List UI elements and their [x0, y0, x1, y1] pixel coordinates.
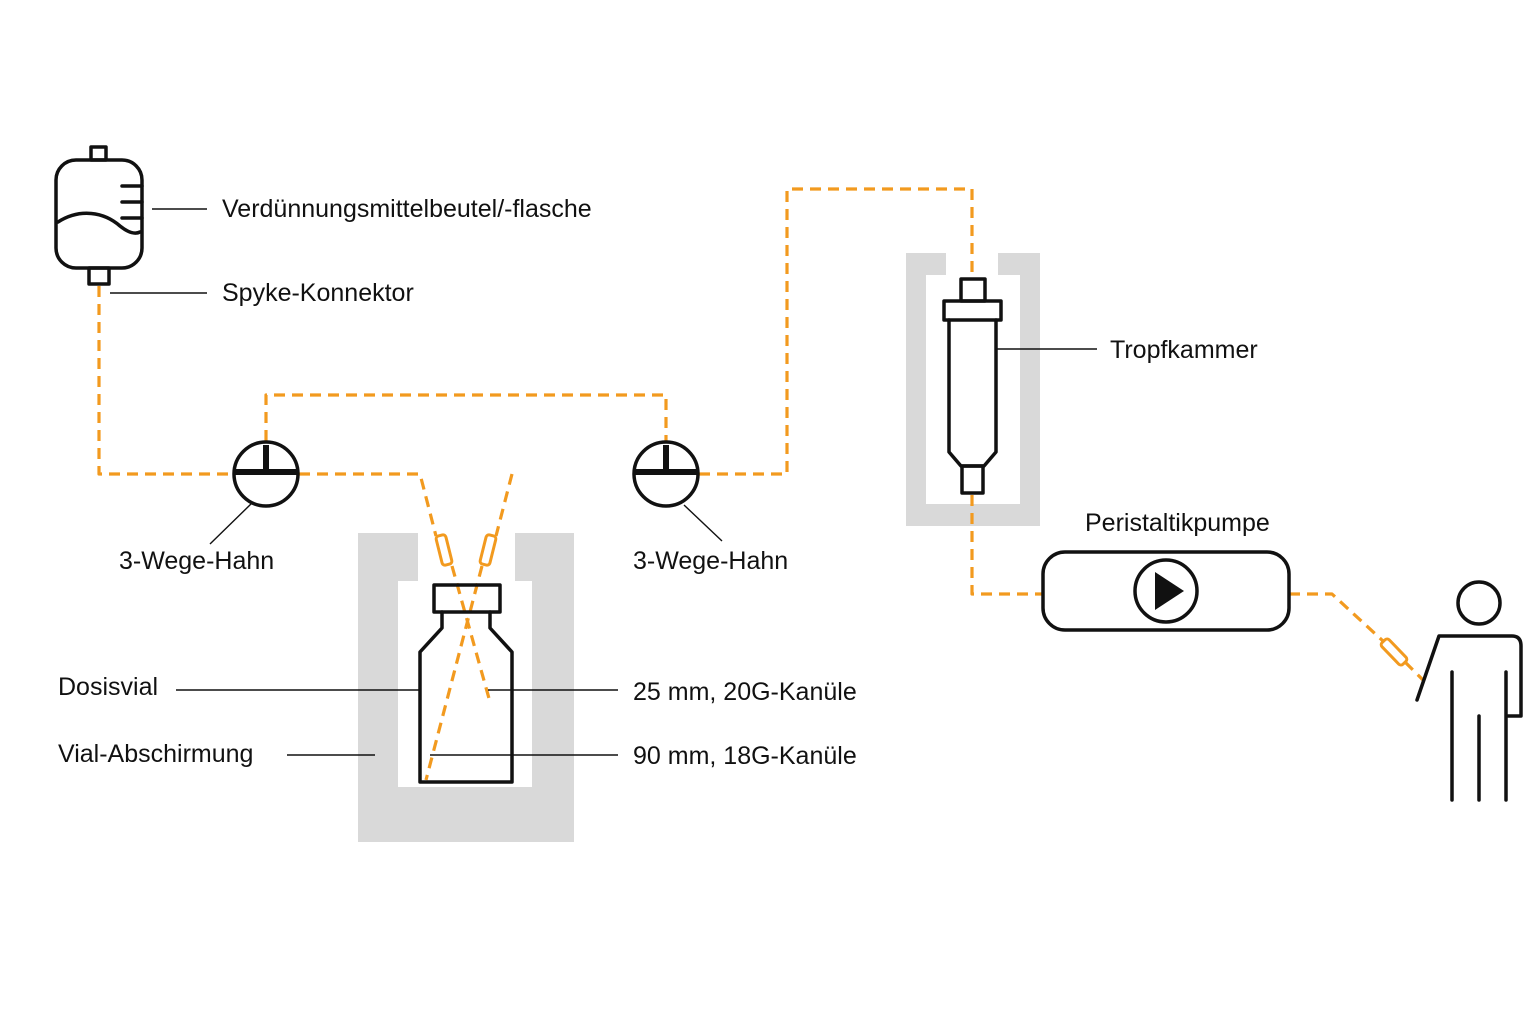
- tube-stopcock-to-drip: [699, 187, 974, 476]
- person-icon: [1415, 580, 1523, 802]
- leader-lines: [110, 208, 1097, 756]
- label-dose-vial: Dosisvial: [58, 673, 158, 701]
- peristaltic-pump: [1041, 550, 1291, 632]
- leader-stopcock-left: [209, 502, 253, 545]
- tube-right-stopcock-to-vial: [494, 473, 514, 537]
- label-stopcock-left: 3-Wege-Hahn: [119, 547, 274, 575]
- leader-stopcock-right: [683, 504, 723, 542]
- three-way-stopcock-left: [232, 440, 300, 508]
- drip-chamber-top-port: [959, 277, 987, 303]
- needle-hub-left: [434, 533, 454, 567]
- label-vial-shield: Vial-Abschirmung: [58, 740, 253, 768]
- vial-body: [418, 610, 514, 784]
- drip-chamber-shield: [906, 253, 1040, 526]
- tube-drip-to-pump: [970, 495, 1043, 596]
- person-body: [1415, 634, 1523, 718]
- label-needle-long: 90 mm, 18G-Kanüle: [633, 742, 857, 770]
- iv-bag-icon: [54, 145, 144, 286]
- labels: Verdünnungsmittelbeutel/-flasche Spyke-K…: [58, 195, 1270, 770]
- tube-connector-to-arm: [1403, 660, 1426, 683]
- drip-chamber-body: [947, 318, 998, 468]
- needle-short-shaft: [424, 565, 484, 781]
- pump-rotor-ring: [1133, 558, 1199, 624]
- needle-hub-right: [478, 533, 498, 567]
- tubing: [97, 187, 1426, 683]
- spike-connector-port: [87, 266, 111, 286]
- vial-shield: [358, 533, 574, 842]
- label-diluent-bag: Verdünnungsmittelbeutel/-flasche: [222, 195, 592, 223]
- label-drip-chamber: Tropfkammer: [1110, 336, 1258, 364]
- drip-chamber-shield-body: [906, 253, 1040, 526]
- label-spike-connector: Spyke-Konnektor: [222, 279, 414, 307]
- three-way-stopcock-right: [632, 440, 700, 508]
- patient-line-connector: [1379, 637, 1409, 667]
- pump-play-icon: [1155, 572, 1184, 610]
- label-stopcock-right: 3-Wege-Hahn: [633, 547, 788, 575]
- vial-cap: [432, 583, 502, 614]
- tube-bag-to-stopcock: [97, 286, 233, 476]
- tube-stopcock-bridge: [264, 393, 668, 441]
- label-needle-short: 25 mm, 20G-Kanüle: [633, 678, 857, 706]
- vial-shield-body: [358, 533, 574, 842]
- needles: [424, 533, 498, 781]
- bag-top-cap: [89, 145, 108, 162]
- vial-icon: [418, 583, 514, 784]
- drip-chamber-icon: [942, 277, 1003, 495]
- drip-chamber-cap: [942, 299, 1003, 322]
- tube-pump-to-patient: [1289, 592, 1385, 643]
- tube-left-stopcock-to-vial: [299, 472, 438, 537]
- drip-chamber-outlet: [960, 464, 985, 495]
- pump-body: [1041, 550, 1291, 632]
- person-head: [1456, 580, 1502, 626]
- needle-long-shaft: [450, 565, 492, 703]
- label-pump: Peristaltikpumpe: [1085, 509, 1270, 537]
- bag-fluid-level: [56, 211, 142, 235]
